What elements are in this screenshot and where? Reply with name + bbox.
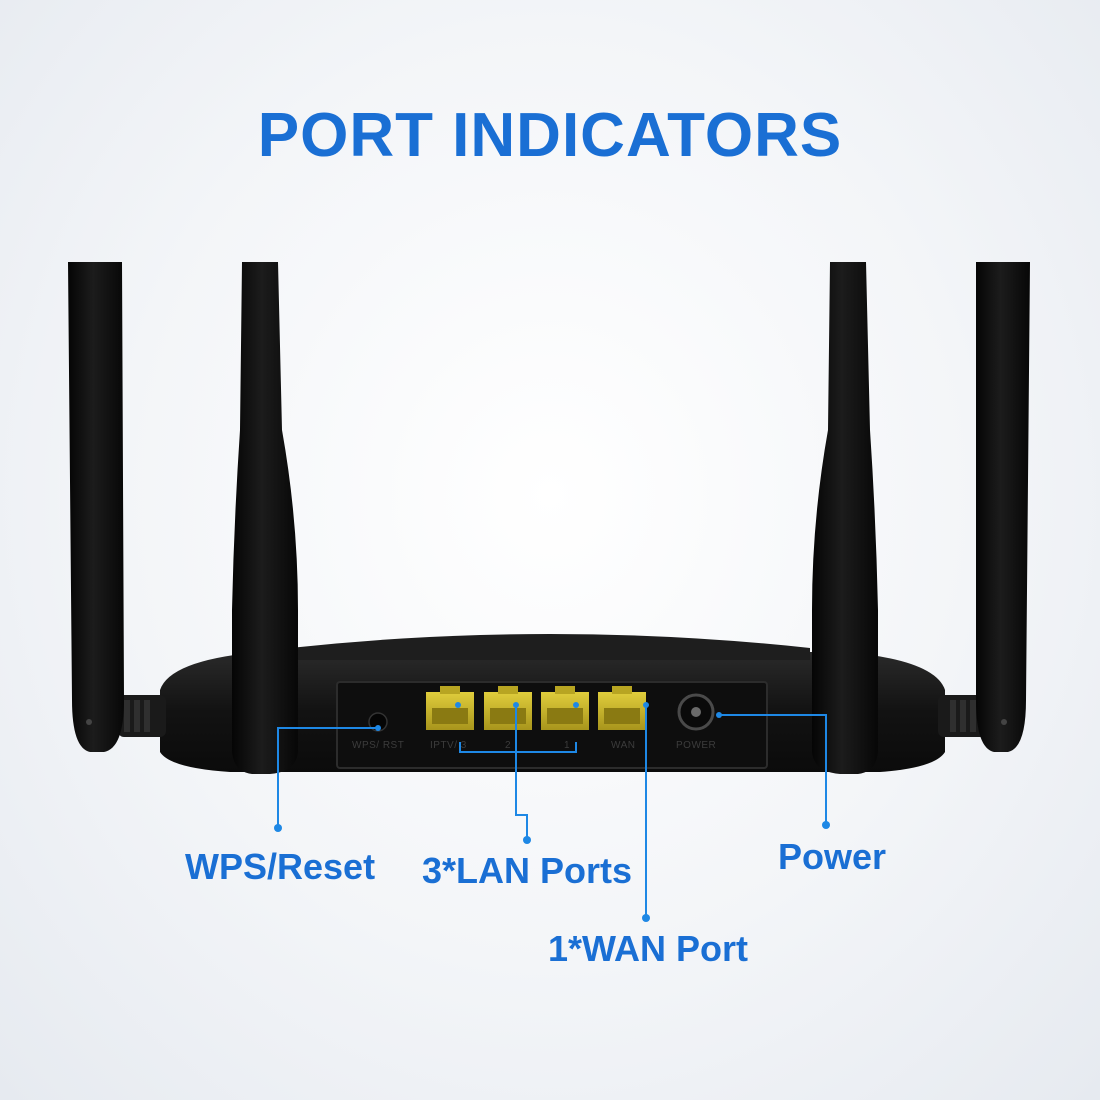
wps-reset-label: WPS/Reset bbox=[185, 846, 376, 887]
power-callout-dot-start bbox=[716, 712, 722, 718]
power-label: Power bbox=[778, 836, 887, 877]
wan-port[interactable] bbox=[598, 686, 646, 730]
lan-port-3[interactable] bbox=[426, 686, 474, 730]
wan-port-label: 1*WAN Port bbox=[548, 928, 749, 969]
power-callout-dot-end bbox=[822, 821, 830, 829]
antenna-hinge-left bbox=[118, 695, 166, 737]
lan-bracket-line bbox=[459, 742, 577, 753]
device-label-wps-rst: WPS/ RST bbox=[352, 740, 405, 751]
lan-port-1[interactable] bbox=[541, 686, 589, 730]
wps-callout-dot-end bbox=[274, 824, 282, 832]
wan-callout-dot-end bbox=[642, 914, 650, 922]
antenna-inner-left bbox=[232, 262, 298, 774]
wps-callout-line bbox=[277, 727, 378, 828]
device-label-iptv: IPTV/ 3 bbox=[430, 740, 467, 751]
lan-callout-line bbox=[515, 705, 528, 840]
device-label-wan: WAN bbox=[611, 740, 636, 751]
power-callout-line bbox=[719, 714, 827, 825]
device-label-lan2: 2 bbox=[505, 740, 512, 751]
page-title: PORT INDICATORS bbox=[257, 101, 843, 170]
lan-port-1-dot bbox=[573, 702, 579, 708]
antenna-hinge-right bbox=[938, 695, 986, 737]
antenna-outer-left bbox=[68, 262, 124, 752]
lan-port-2[interactable] bbox=[484, 686, 532, 730]
lan-ports-label: 3*LAN Ports bbox=[422, 850, 633, 891]
power-jack[interactable] bbox=[677, 693, 715, 731]
lan-callout-dot-end bbox=[523, 836, 531, 844]
wan-callout-dot-start bbox=[643, 702, 649, 708]
device-label-power: POWER bbox=[676, 740, 717, 751]
lan-port-3-dot bbox=[455, 702, 461, 708]
lan-port-2-dot bbox=[513, 702, 519, 708]
antenna-inner-right bbox=[812, 262, 878, 774]
wps-callout-dot-start bbox=[375, 725, 381, 731]
antenna-outer-right bbox=[976, 262, 1030, 752]
device-label-lan1: 1 bbox=[564, 740, 571, 751]
